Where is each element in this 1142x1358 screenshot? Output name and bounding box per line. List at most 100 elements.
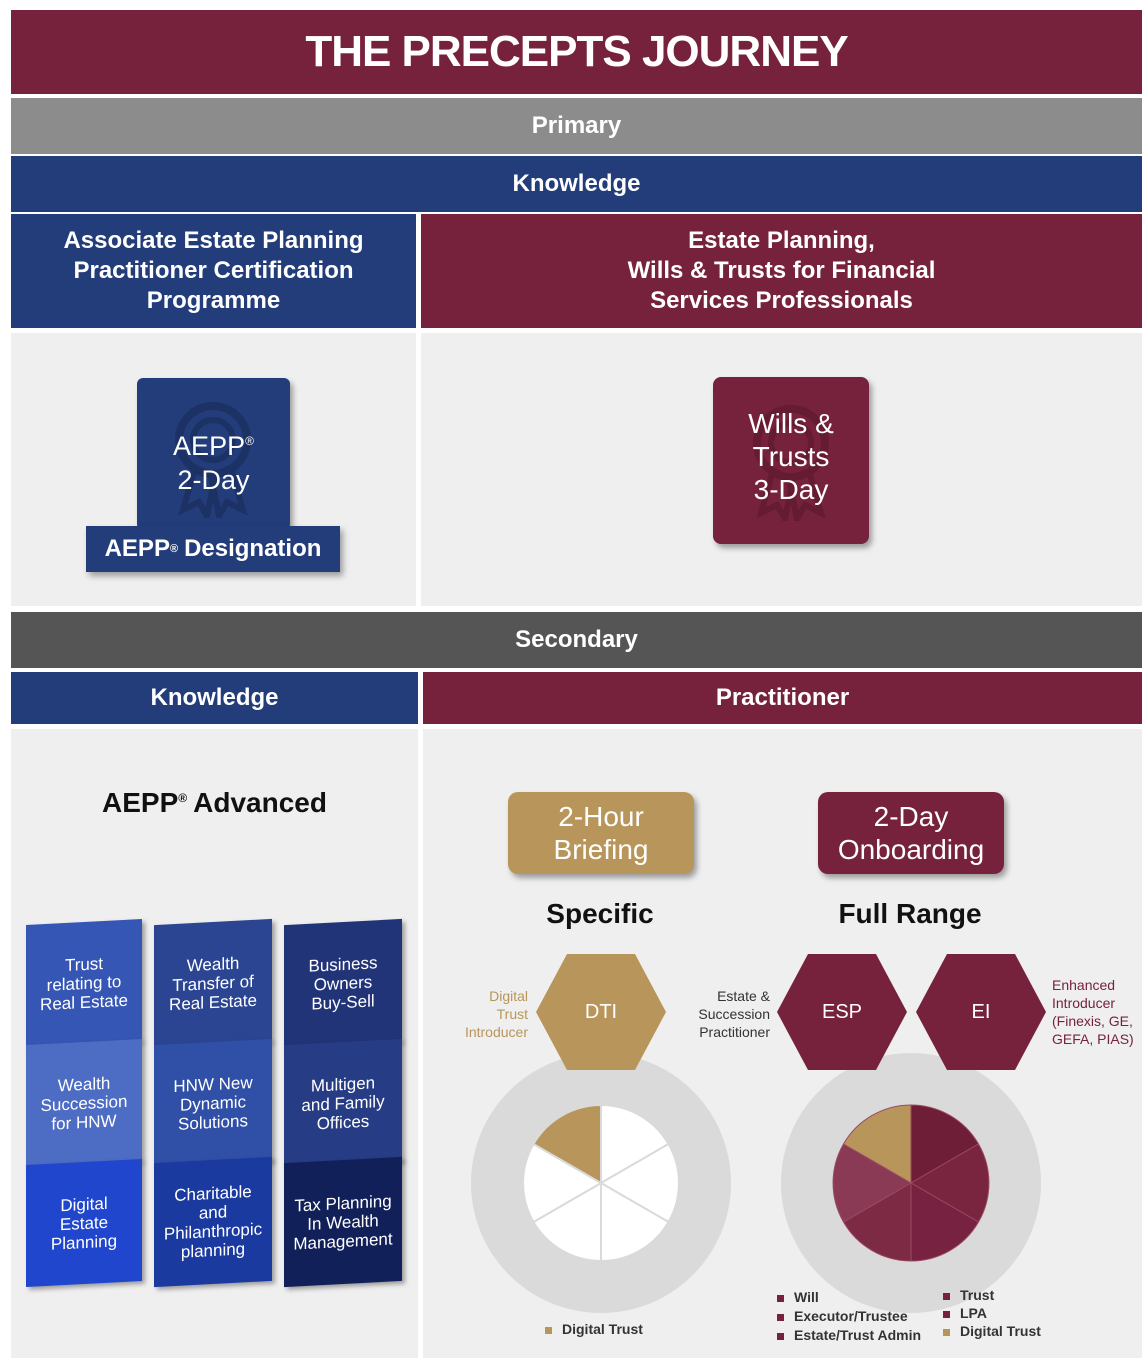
full-range-coverage-pie	[781, 1053, 1041, 1313]
aepp-header-line3: Programme	[146, 287, 281, 314]
specific-pie-slice-digital-trust	[532, 1103, 602, 1185]
aepp-header-line2: Practitioner Certification	[73, 257, 354, 284]
primary-bar: Primary	[11, 98, 1142, 154]
specific-coverage-pie	[471, 1053, 731, 1313]
ei-code: EI	[914, 952, 1048, 1072]
legend-label: Estate/Trust Admin	[794, 1327, 922, 1343]
advanced-suffix: Advanced	[193, 787, 327, 818]
secondary-knowledge-header: Knowledge	[11, 672, 418, 724]
dti-hexagon-shape	[536, 954, 666, 1070]
rosette-icon	[175, 402, 251, 518]
specific-pie-slice	[599, 1142, 680, 1224]
page-title-text: THE PRECEPTS JOURNEY	[305, 27, 848, 76]
esp-hexagon-shape	[777, 954, 907, 1070]
full-range-caption: Full Range	[838, 898, 982, 929]
designation-text: Designation	[184, 535, 322, 562]
legend-full-right: Trust LPA Digital Trust	[943, 1286, 1041, 1340]
onboarding-line1: 2-Day	[873, 801, 949, 832]
secondary-label: Secondary	[515, 626, 638, 653]
full-pie-slice	[910, 1104, 980, 1184]
registered-mark: ®	[245, 434, 254, 448]
aepp-badge-line1: AEPP®	[137, 424, 290, 463]
full-pie-slice	[832, 1143, 912, 1223]
legend-label: Will	[794, 1289, 819, 1305]
designation-registered-mark: ®	[169, 543, 179, 555]
legend-full-left: Will Executor/Trustee Estate/Trust Admin	[777, 1288, 921, 1345]
two-hour-briefing-badge: 2-Hour Briefing	[508, 792, 694, 874]
ei-hexagon-shape	[916, 954, 1046, 1070]
specific-caption: Specific	[546, 898, 654, 929]
wills-trusts-header: Estate Planning, Wills & Trusts for Fina…	[421, 214, 1142, 328]
legend-label: Trust	[960, 1287, 995, 1303]
secondary-bar: Secondary	[11, 612, 1142, 668]
dti-code: DTI	[584, 1000, 618, 1023]
legend-label: Digital Trust	[562, 1321, 643, 1337]
wills-header-line1: Estate Planning,	[688, 227, 875, 254]
ei-hexagon	[916, 954, 1046, 1070]
wills-header-line2: Wills & Trusts for Financial	[627, 257, 936, 284]
aepp-programme-header: Associate Estate Planning Practitioner C…	[11, 214, 416, 328]
aepp-header-line1: Associate Estate Planning	[63, 227, 364, 254]
legend-label: Digital Trust	[960, 1323, 1041, 1339]
primary-knowledge-label: Knowledge	[512, 170, 641, 197]
specific-pie-slice	[600, 1181, 670, 1263]
briefing-line2: Briefing	[553, 834, 649, 865]
legend-swatch	[777, 1294, 784, 1302]
legend-swatch	[943, 1328, 950, 1336]
specific-pie-slice	[522, 1142, 603, 1224]
legend-swatch	[777, 1332, 784, 1340]
full-pie-slice-digital-trust	[842, 1104, 912, 1184]
advanced-acronym: AEPP	[102, 787, 179, 818]
ei-code-text: EI	[971, 1000, 991, 1023]
legend-swatch	[777, 1313, 784, 1321]
legend-label: LPA	[960, 1305, 987, 1321]
legend-label: Executor/Trustee	[794, 1308, 908, 1324]
aepp-advanced-title: AEPP® Advanced	[11, 787, 418, 819]
primary-label: Primary	[531, 112, 622, 139]
legend-specific-digital-trust: Digital Trust	[545, 1321, 643, 1337]
designation-acronym: AEPP	[104, 535, 170, 562]
aepp-badge-acronym: AEPP	[173, 431, 246, 461]
legend-swatch	[943, 1310, 950, 1318]
wills-header-line3: Services Professionals	[650, 287, 913, 314]
wills-badge-line2: Trusts	[752, 441, 830, 472]
specific-pie-slice	[532, 1181, 602, 1263]
wills-trusts-3day-badge: Wills & Trusts 3-Day	[713, 377, 869, 544]
wills-badge-line1: Wills &	[748, 408, 834, 439]
page-title: THE PRECEPTS JOURNEY	[11, 10, 1142, 94]
wills-badge-line3: 3-Day	[753, 474, 829, 505]
two-day-onboarding-badge: 2-Day Onboarding	[818, 792, 1004, 874]
advanced-registered-mark: ®	[178, 790, 188, 805]
full-pie-slice	[910, 1182, 980, 1262]
specific-pie-slice	[600, 1103, 670, 1185]
primary-knowledge-bar: Knowledge	[11, 156, 1142, 212]
legend-swatch	[943, 1292, 950, 1300]
aepp-designation-badge: AEPP® Designation	[86, 526, 340, 572]
full-pie-slice	[842, 1182, 912, 1262]
aepp-2day-badge: AEPP® 2-Day	[137, 378, 290, 530]
esp-code: ESP	[821, 1000, 863, 1023]
full-pie-slice	[910, 1143, 990, 1223]
onboarding-line2: Onboarding	[837, 834, 985, 865]
briefing-line1: 2-Hour	[558, 801, 644, 832]
legend-swatch	[545, 1326, 552, 1334]
practitioner-header: Practitioner	[423, 672, 1142, 724]
aepp-badge-line2: 2-Day	[177, 465, 250, 495]
rosette-icon	[753, 405, 829, 521]
dti-hexagon	[536, 954, 666, 1070]
practitioner-label: Practitioner	[715, 684, 850, 711]
esp-hexagon	[777, 954, 907, 1070]
secondary-knowledge-label: Knowledge	[150, 684, 279, 711]
